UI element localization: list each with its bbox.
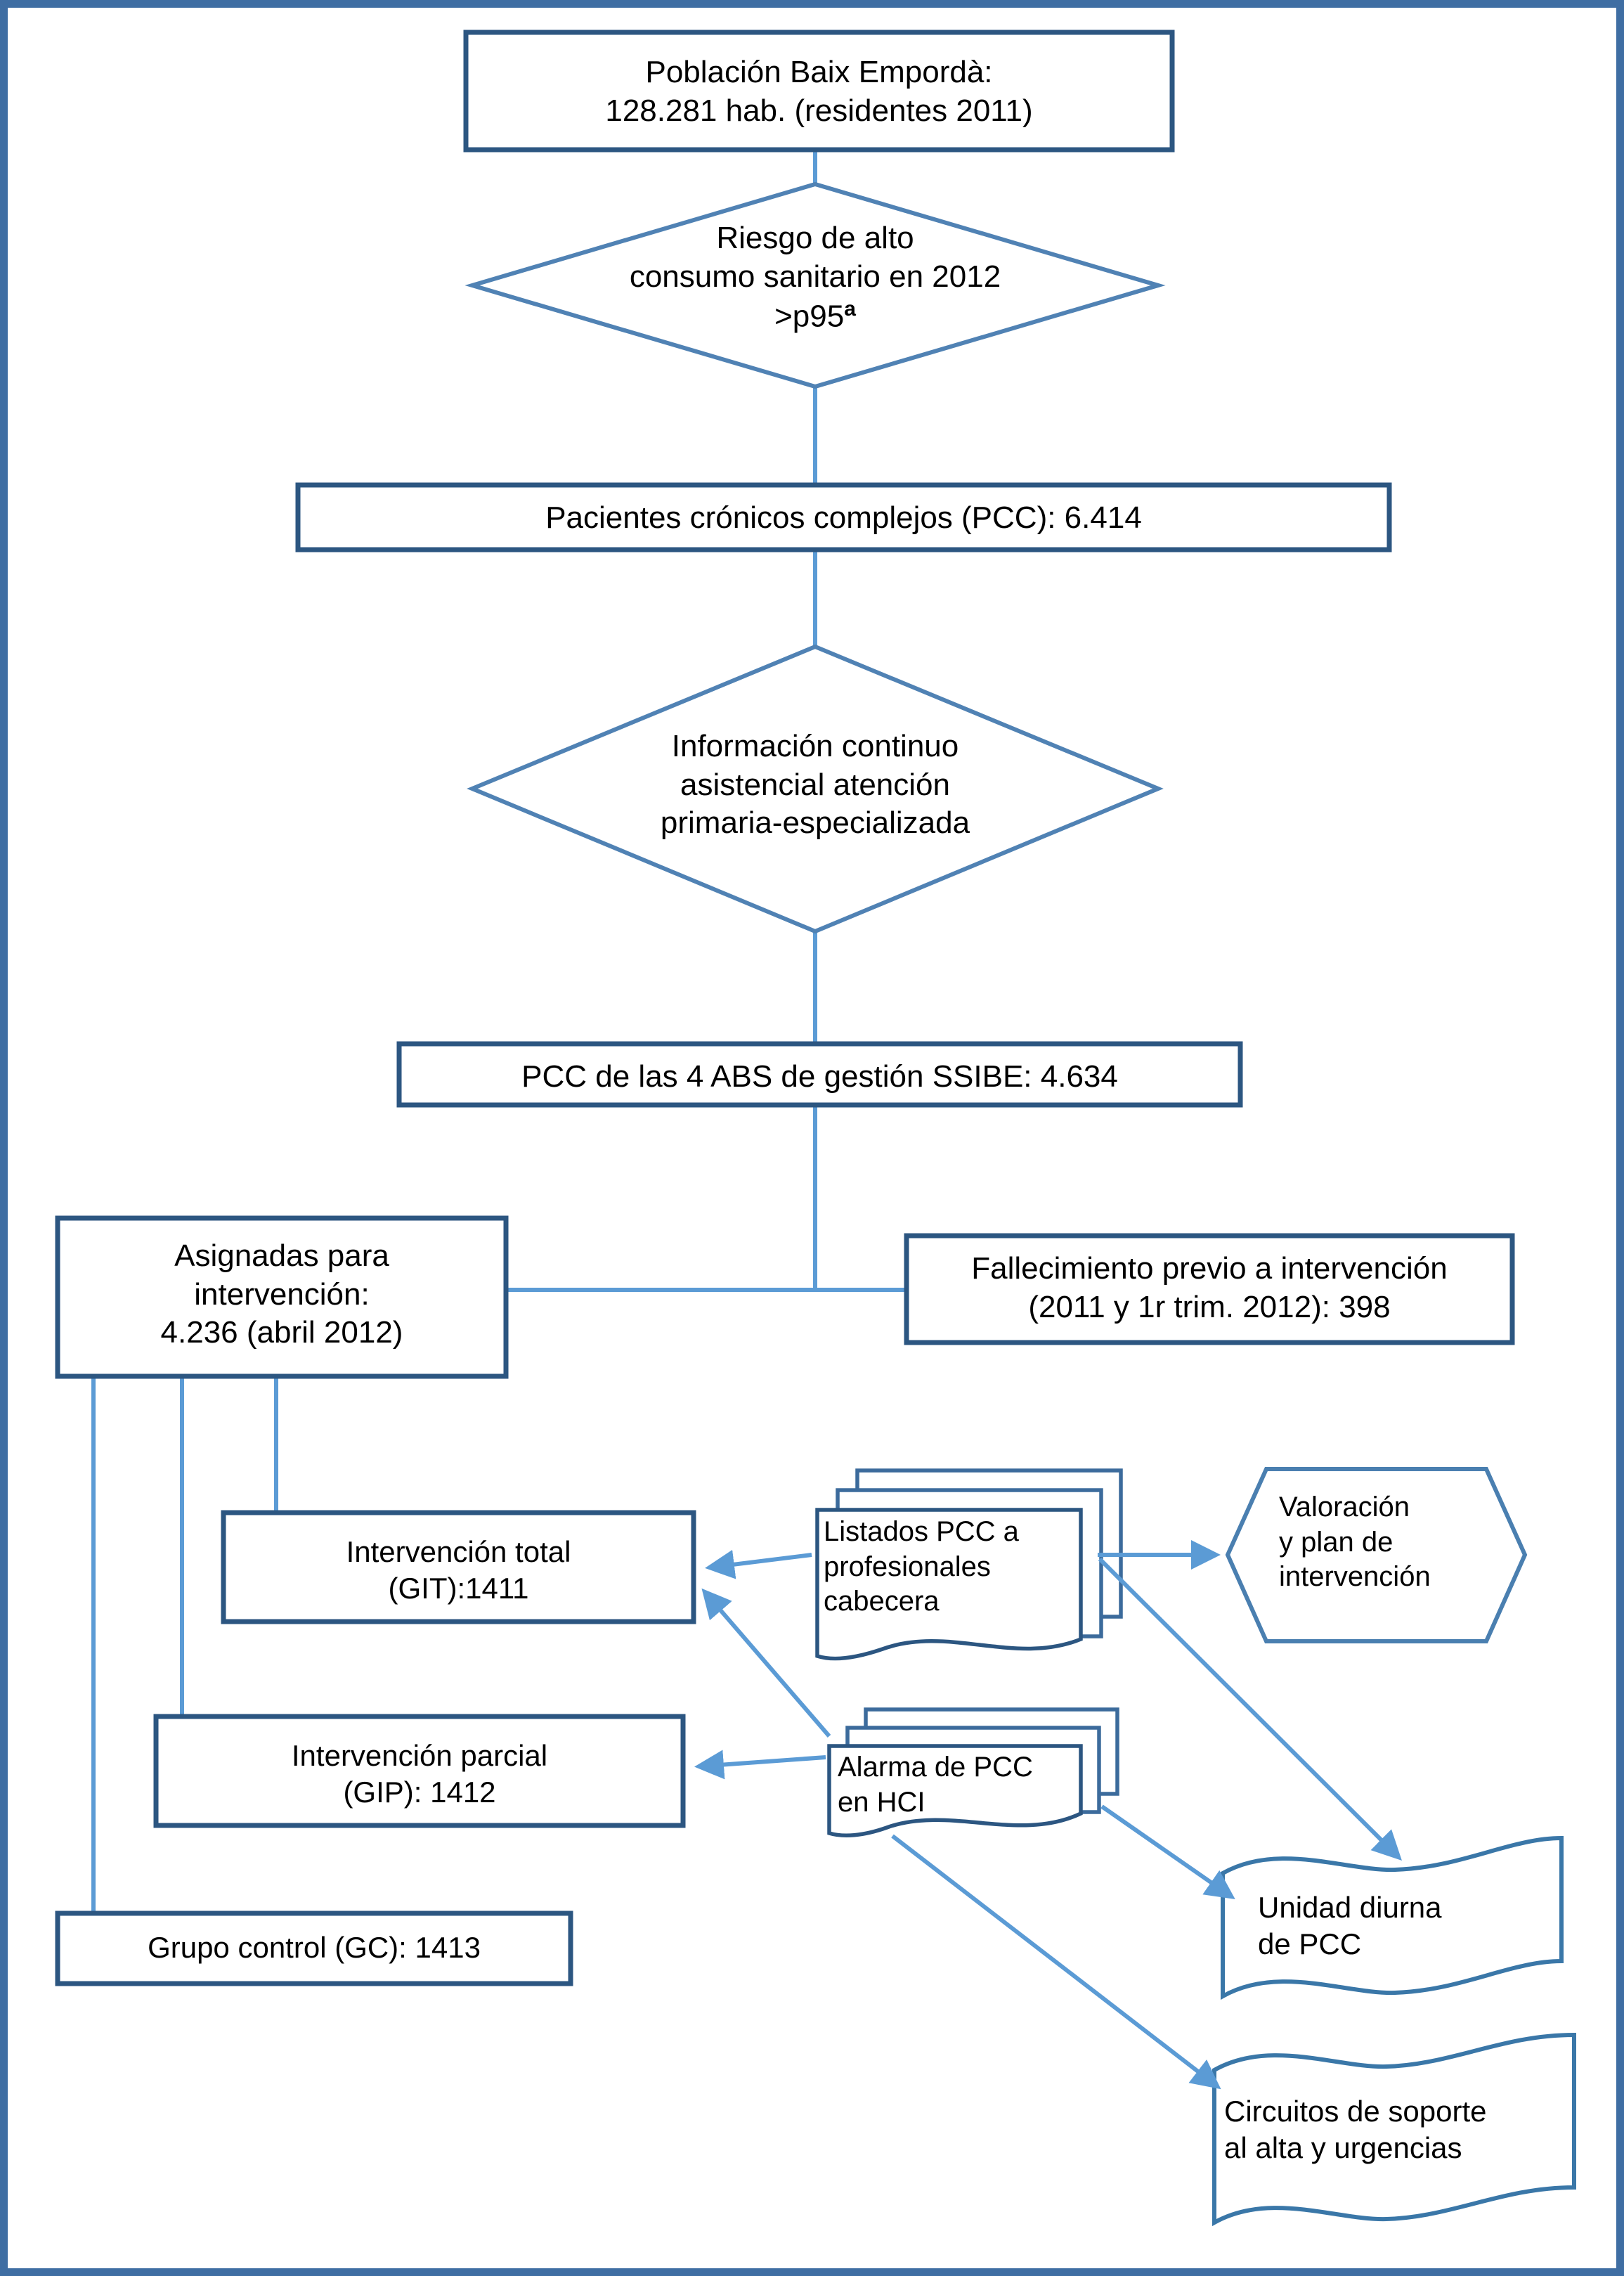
node-listados (815, 1468, 1123, 1661)
node-alarma (827, 1707, 1119, 1837)
arrow-listados-unidad (1098, 1557, 1402, 1861)
node-gip (153, 1714, 686, 1828)
arrow-alarma-unidad (1100, 1804, 1235, 1899)
node-circuitos (1212, 2032, 1576, 2227)
node-informacion (467, 644, 1164, 934)
arrow-alarma-gip (694, 1750, 826, 1780)
node-asignadas (55, 1215, 509, 1379)
node-valoracion (1225, 1467, 1528, 1643)
arrow-listados-git (705, 1549, 812, 1579)
node-unidad (1221, 1835, 1564, 2000)
arrow-alarma-circuitos (891, 1834, 1221, 2090)
node-gc (55, 1910, 573, 1986)
connector-pccabs-split (506, 1105, 907, 1292)
arrow-alarma-git (701, 1588, 831, 1738)
node-fallecimiento (904, 1233, 1515, 1345)
node-riesgo (465, 181, 1166, 389)
node-pcc (295, 482, 1392, 552)
node-pcc-abs (396, 1041, 1243, 1108)
node-poblacion (463, 30, 1175, 153)
node-git (221, 1510, 696, 1624)
